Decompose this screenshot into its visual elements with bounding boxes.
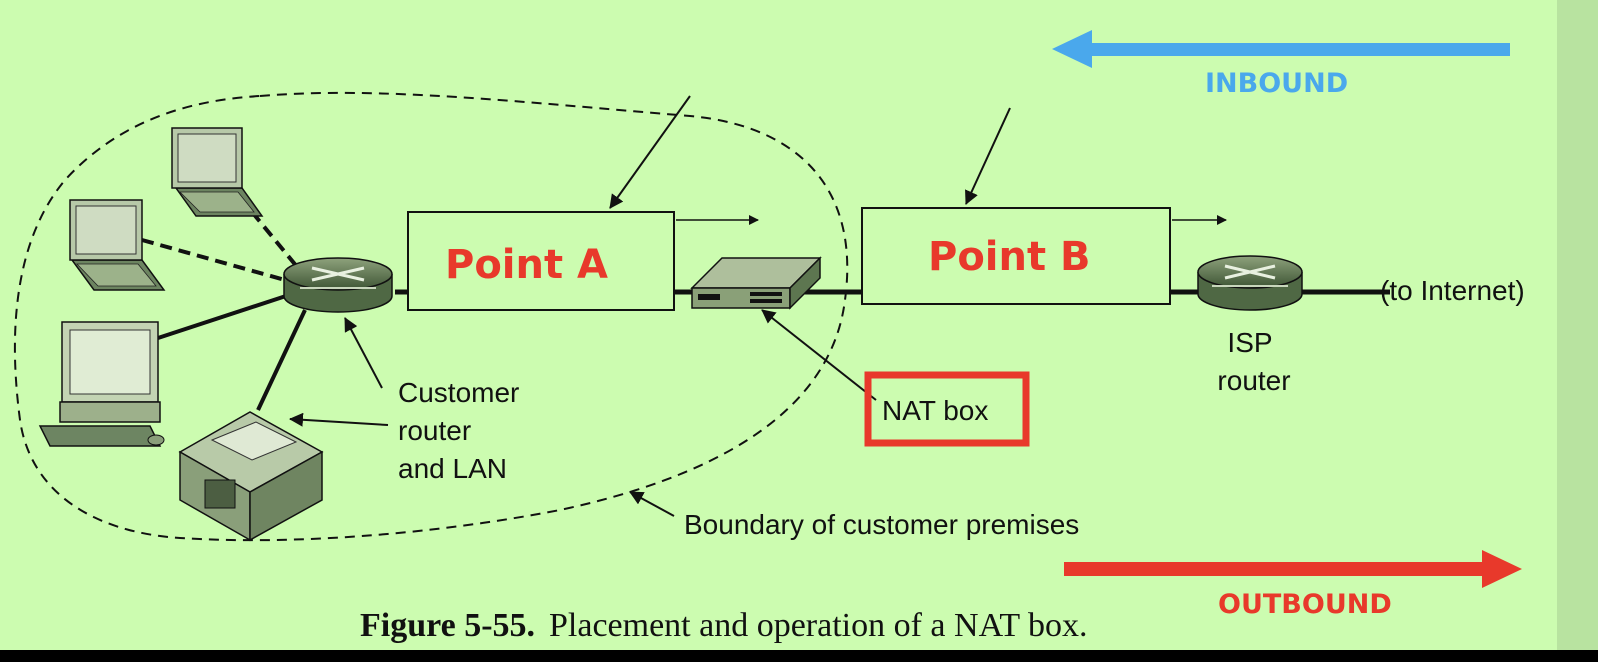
- laptop-icon: [171, 127, 264, 217]
- figure-caption: Figure 5-55. Placement and operation of a…: [360, 607, 1088, 644]
- to-internet-label: (to Internet): [1380, 275, 1525, 306]
- customer-router-label-line3: and LAN: [398, 453, 507, 484]
- nat-box-icon: [690, 256, 822, 310]
- customer-router-pointer: [344, 317, 383, 389]
- customer-premises-boundary: [13, 91, 849, 542]
- customer-router-label-line2: router: [398, 415, 471, 446]
- customer-router-label-line1: Customer: [398, 377, 519, 408]
- router-icon: [283, 257, 393, 313]
- point-a-box: [407, 211, 675, 311]
- inbound-label: INBOUND: [1205, 68, 1348, 99]
- outbound-arrow-shaft: [1064, 562, 1488, 576]
- printer-pointer: [289, 412, 389, 427]
- point-a-label: Point A: [445, 242, 608, 288]
- point-b-pointer: [965, 107, 1011, 205]
- bottom-bar: [0, 650, 1598, 662]
- isp-router-label-line2: router: [1217, 365, 1290, 396]
- lan-link-desktop: [157, 292, 293, 340]
- laptop-icon: [69, 199, 166, 291]
- lan-link-laptop1: [250, 210, 300, 270]
- figure-caption-text: Placement and operation of a NAT box.: [549, 607, 1088, 644]
- nat-box-label: NAT box: [882, 395, 988, 426]
- isp-router-label-line1: ISP: [1227, 327, 1272, 358]
- boundary-pointer: [629, 491, 675, 517]
- outbound-arrow-head: [1482, 550, 1522, 588]
- desktop-computer-icon: [38, 321, 165, 447]
- inbound-arrow-head: [1052, 30, 1092, 68]
- boundary-label: Boundary of customer premises: [684, 509, 1079, 540]
- figure-number: Figure 5-55.: [360, 607, 535, 644]
- nat-box-highlight: [864, 371, 1030, 447]
- lan-link-printer: [256, 309, 307, 411]
- point-a-pointer: [609, 95, 691, 209]
- lan-link-laptop2: [141, 238, 293, 284]
- router-icon: [1197, 255, 1303, 311]
- outbound-label: OUTBOUND: [1218, 589, 1392, 620]
- point-b-label: Point B: [928, 234, 1091, 280]
- nat-box-pointer: [761, 309, 877, 401]
- inbound-arrow-shaft: [1086, 43, 1510, 56]
- point-b-box: [861, 207, 1171, 305]
- right-edge-shade: [1557, 0, 1598, 650]
- printer-icon: [178, 411, 324, 542]
